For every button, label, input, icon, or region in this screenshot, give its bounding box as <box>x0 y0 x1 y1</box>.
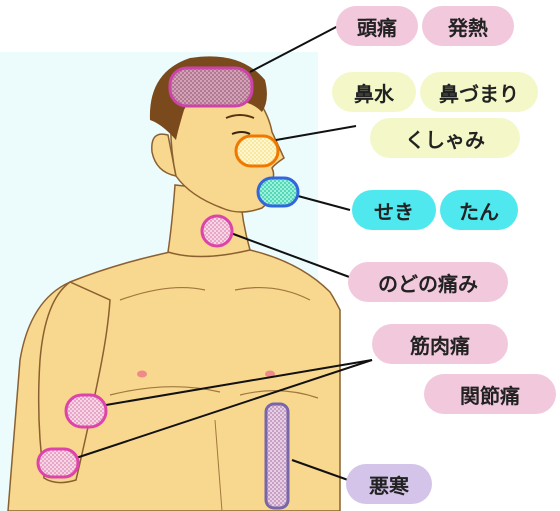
marker-head <box>168 66 254 108</box>
label-cough: せき <box>352 190 436 230</box>
label-sore-throat: のどの痛み <box>348 262 508 302</box>
ear <box>151 133 177 177</box>
label-muscle-pain: 筋肉痛 <box>372 324 508 364</box>
marker-throat <box>200 214 234 248</box>
marker-nose <box>234 134 280 168</box>
eye <box>231 131 251 135</box>
marker-mouth <box>256 176 300 208</box>
label-stuffy-nose: 鼻づまり <box>420 72 538 112</box>
leader-muscle-elbow <box>69 359 373 461</box>
marker-abdomen <box>264 402 290 510</box>
marker-elbow <box>36 447 80 479</box>
arm <box>37 281 111 484</box>
collarbone <box>234 286 311 301</box>
label-headache: 頭痛 <box>336 6 418 46</box>
leader-sneeze <box>275 125 357 141</box>
label-phlegm: たん <box>440 190 518 230</box>
leader-chills <box>291 459 349 481</box>
label-sneeze: くしゃみ <box>370 118 520 158</box>
ab-line <box>214 419 223 511</box>
collarbone <box>119 286 206 301</box>
leader-headache <box>249 25 339 73</box>
label-fever: 発熱 <box>422 6 514 46</box>
brow <box>225 114 255 119</box>
marker-upper-arm <box>64 393 108 429</box>
leader-cough <box>297 195 351 211</box>
label-runny-nose: 鼻水 <box>332 72 416 112</box>
leader-sore-throat <box>227 231 353 279</box>
label-chills: 悪寒 <box>346 464 432 504</box>
leader-muscle-arm <box>105 359 373 406</box>
chest-line <box>109 386 221 396</box>
leader-lines <box>69 25 373 481</box>
label-joint-pain: 関節痛 <box>424 374 556 414</box>
nipple <box>265 370 275 378</box>
nipple <box>137 370 147 378</box>
